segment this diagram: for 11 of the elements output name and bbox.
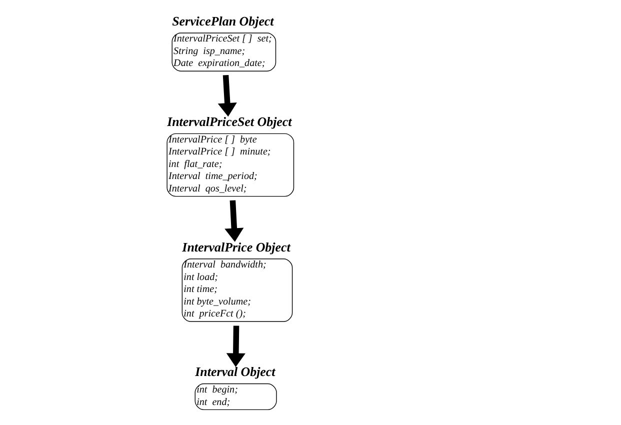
node-label: IntervalPriceSet Object bbox=[166, 114, 292, 130]
node-box: int begin; int end; bbox=[194, 383, 276, 410]
arrow bbox=[226, 326, 245, 367]
node-label: Interval Object bbox=[194, 364, 275, 380]
node-label: ServicePlan Object bbox=[172, 13, 274, 28]
node-label: IntervalPrice Object bbox=[182, 239, 290, 254]
arrow bbox=[224, 200, 244, 242]
node-box: Interval bandwidth; int load; int time; int byte_volume; int priceFct (); bbox=[181, 258, 292, 322]
node-box: IntervalPrice [ ] byte IntervalPrice [ ] minute; int flat_rate; Interval time_period; Interval qos_level; bbox=[166, 133, 294, 197]
arrow bbox=[217, 74, 236, 117]
node-box: IntervalPriceSet [ ] set; String isp_name; Date expiration_date; bbox=[171, 32, 276, 72]
